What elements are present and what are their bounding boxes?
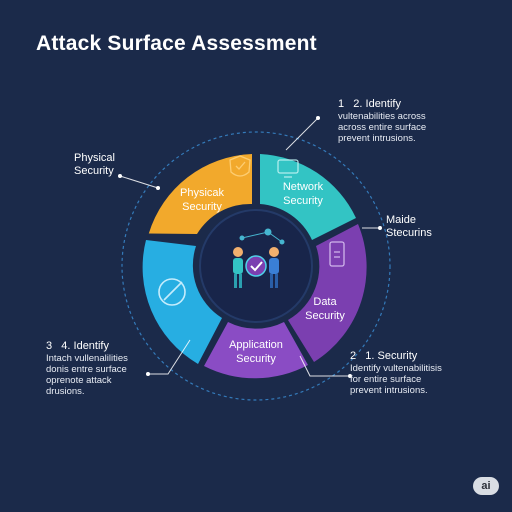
- segment-left: [142, 240, 222, 364]
- segment-application: [204, 322, 308, 379]
- ai-badge[interactable]: ai: [473, 477, 499, 495]
- callout-bottom-left-body: Intach vullenalilities donis entre surfa…: [46, 353, 128, 397]
- segment-label-application: Application Security: [229, 339, 283, 365]
- monitor-icon: [277, 159, 299, 178]
- people-icon: [233, 247, 279, 288]
- callout-top-right-head: 1 2. Identify: [338, 98, 401, 110]
- callout-bottom-right-head: 2 1. Security: [350, 350, 418, 362]
- callout-bottom-right: 2 1. Security Identify vultenabilitisis …: [350, 350, 442, 396]
- page-title: Attack Surface Assessment: [36, 32, 317, 55]
- segment-physical: [148, 154, 252, 234]
- segment-label-data: Data Security: [305, 296, 345, 322]
- leader-lines: [119, 117, 380, 377]
- network-nodes: [239, 228, 285, 245]
- callout-physical-head: Physical Security: [74, 152, 115, 177]
- outer-orbit: [121, 131, 391, 401]
- check-badge-icon: [245, 255, 267, 277]
- callout-right-head: Maide Stecurins: [386, 214, 432, 239]
- shield-icon: [229, 155, 251, 177]
- leader-dots: [118, 116, 382, 378]
- callout-bottom-left-head: 3 4. Identify: [46, 340, 109, 352]
- callout-physical: Physical Security: [74, 152, 115, 178]
- phone-icon: [329, 241, 345, 267]
- wrench-icon: [158, 278, 186, 306]
- segment-label-physical: Physicak Security: [179, 187, 225, 213]
- segment-data: [288, 224, 367, 362]
- callout-bottom-left: 3 4. Identify Intach vullenalilities don…: [46, 340, 128, 397]
- segment-network: [260, 154, 356, 240]
- callout-top-right-body: vultenabilities across across entire sur…: [338, 111, 427, 144]
- callout-right: Maide Stecurins: [386, 214, 432, 240]
- segment-label-network: Network Security: [282, 181, 324, 207]
- callout-top-right: 1 2. Identify vultenabilities across acr…: [338, 98, 426, 144]
- callout-bottom-right-body: Identify vultenabilitisis for entire sur…: [350, 363, 442, 396]
